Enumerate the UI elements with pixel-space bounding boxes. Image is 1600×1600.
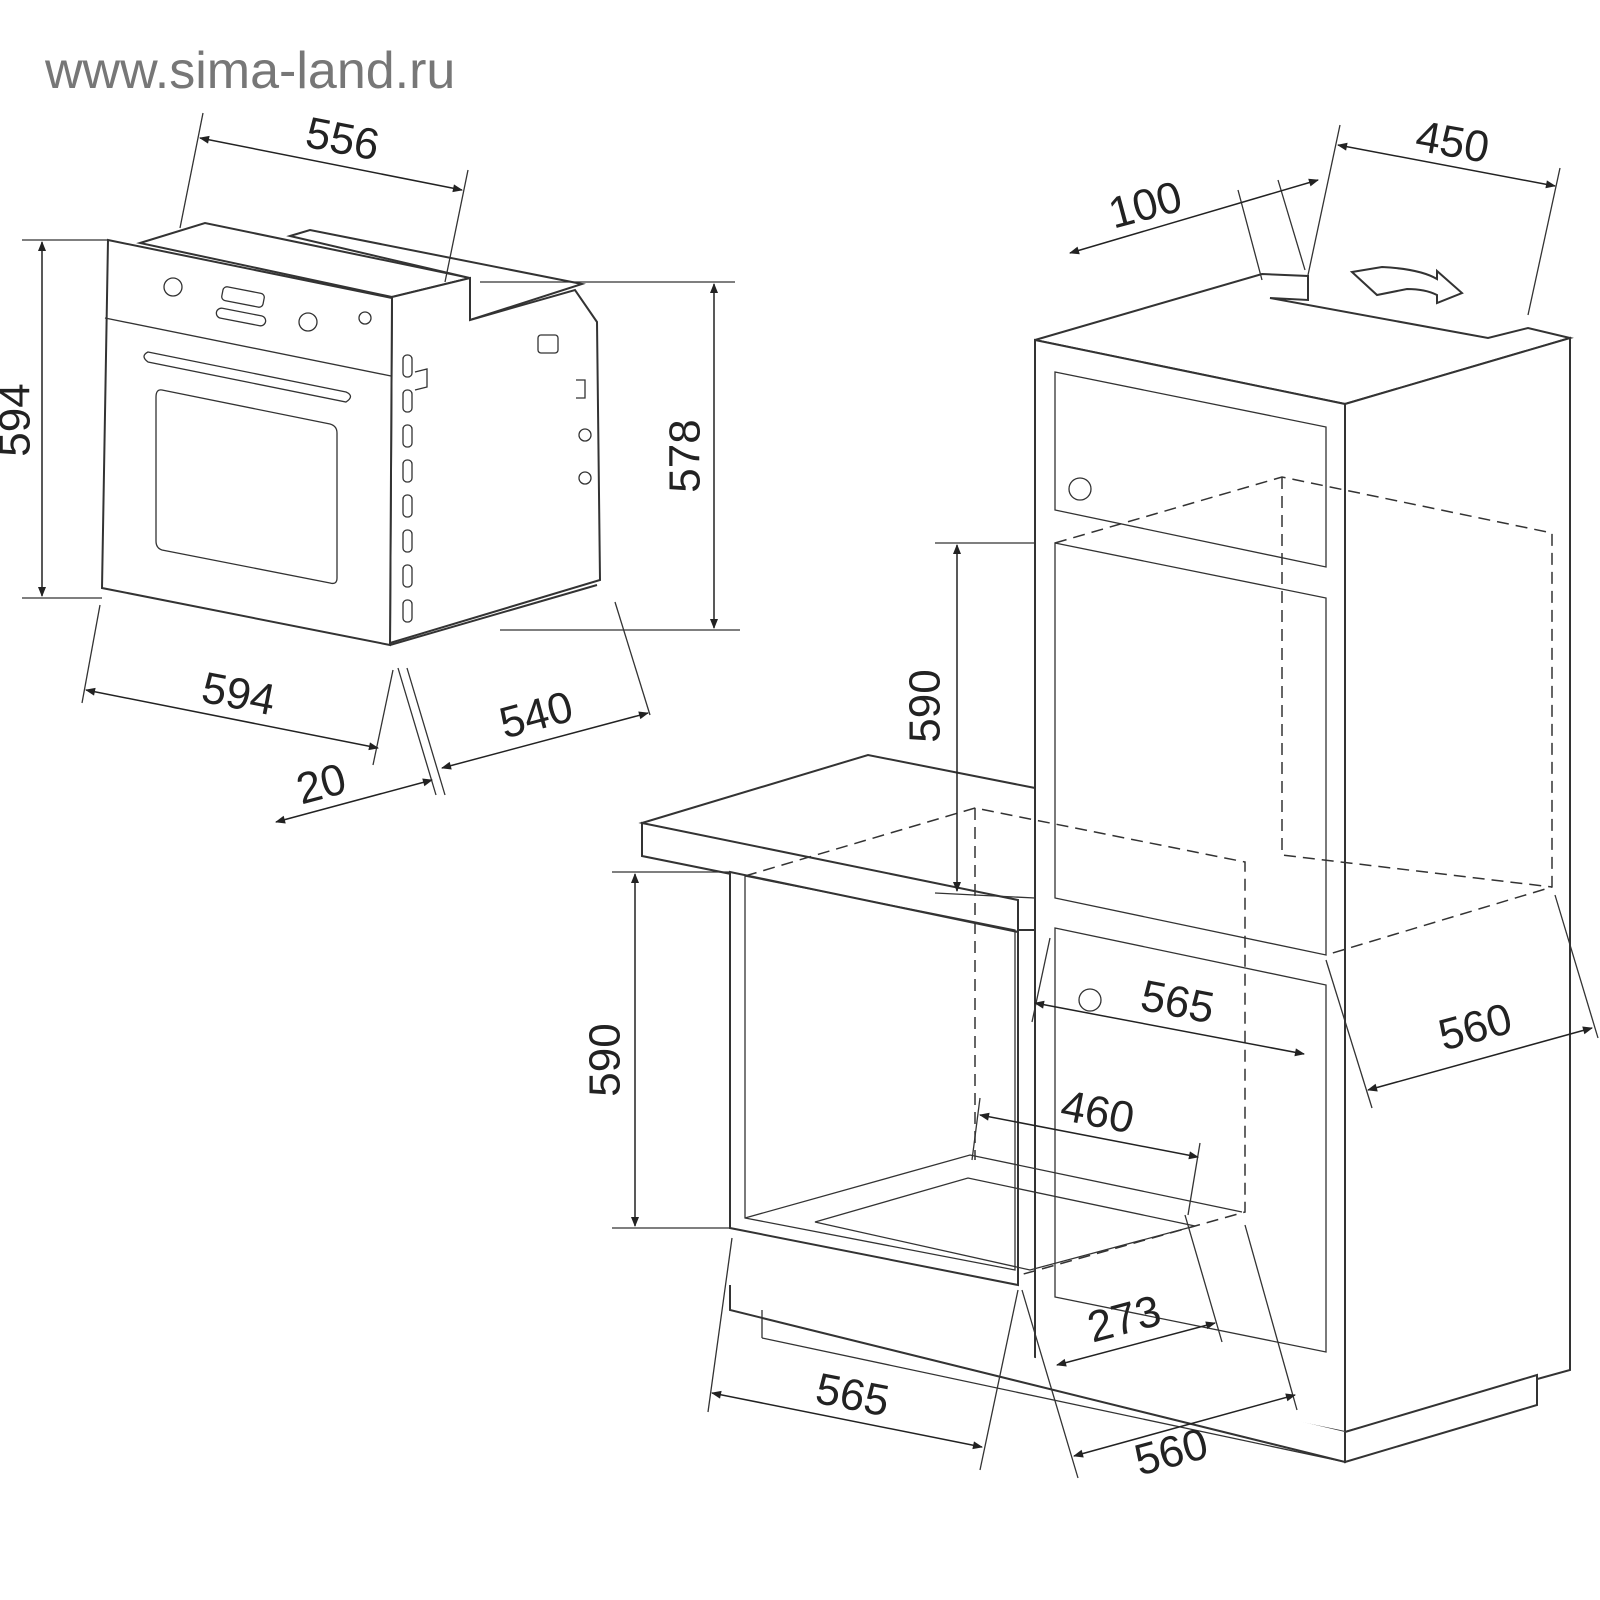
side-slots — [402, 334, 592, 623]
knob-icon — [163, 277, 183, 297]
dim-540: 540 — [494, 682, 578, 748]
dim-565-base: 565 — [812, 1364, 893, 1426]
oven-door-window — [155, 389, 338, 585]
dim-594-width: 594 — [198, 663, 279, 725]
dim-590-base: 590 — [581, 1023, 630, 1096]
knob-icon — [358, 311, 372, 325]
oven-dimensions: 556 594 578 594 540 20 — [0, 108, 740, 824]
oven-back-box — [286, 228, 586, 322]
dim-450: 450 — [1412, 112, 1493, 173]
dim-100: 100 — [1103, 172, 1187, 238]
dim-560-base: 560 — [1129, 1419, 1213, 1485]
dim-594-height: 594 — [0, 383, 40, 456]
oven-side — [388, 276, 602, 645]
base-oven-niche — [744, 875, 1016, 1271]
display-icon — [221, 286, 265, 308]
oven-door-handle — [143, 351, 352, 403]
dim-578: 578 — [661, 419, 710, 492]
oven-front — [100, 238, 394, 647]
dim-590-tall: 590 — [901, 669, 950, 742]
dim-20: 20 — [291, 754, 351, 814]
knob-icon — [298, 312, 318, 332]
tall-cabinet — [1034, 265, 1574, 1464]
lower-compartment — [1054, 927, 1327, 1353]
oven-drawing — [100, 221, 602, 647]
upper-compartment — [1054, 371, 1327, 568]
airflow-arrow-icon — [1349, 265, 1464, 305]
watermark: www.sima-land.ru — [44, 42, 455, 100]
